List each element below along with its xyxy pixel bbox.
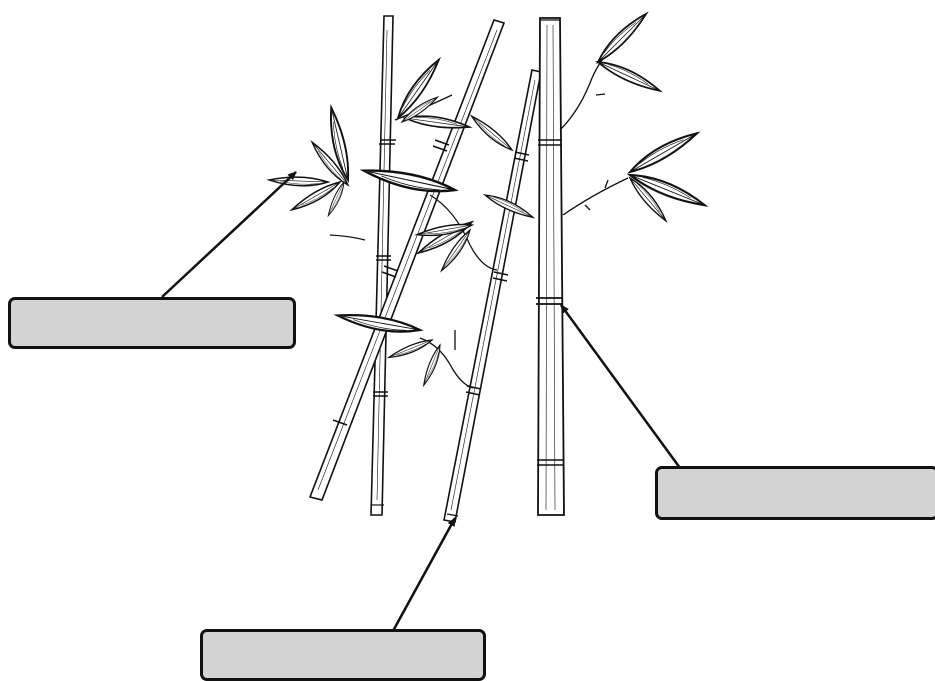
bamboo-stalk-right <box>536 17 565 516</box>
bamboo-branches <box>329 47 629 389</box>
label-box-stem[interactable] <box>200 629 486 681</box>
bamboo-stalk-diagonal <box>308 19 506 501</box>
pointer-line-leaf <box>161 171 297 298</box>
bamboo-illustration <box>268 9 709 523</box>
pointer-line-node <box>559 304 682 469</box>
label-box-leaf[interactable] <box>8 297 296 349</box>
pointer-line-stem <box>391 517 457 632</box>
bamboo-stalk-left <box>370 15 396 516</box>
label-box-node[interactable] <box>655 466 935 520</box>
